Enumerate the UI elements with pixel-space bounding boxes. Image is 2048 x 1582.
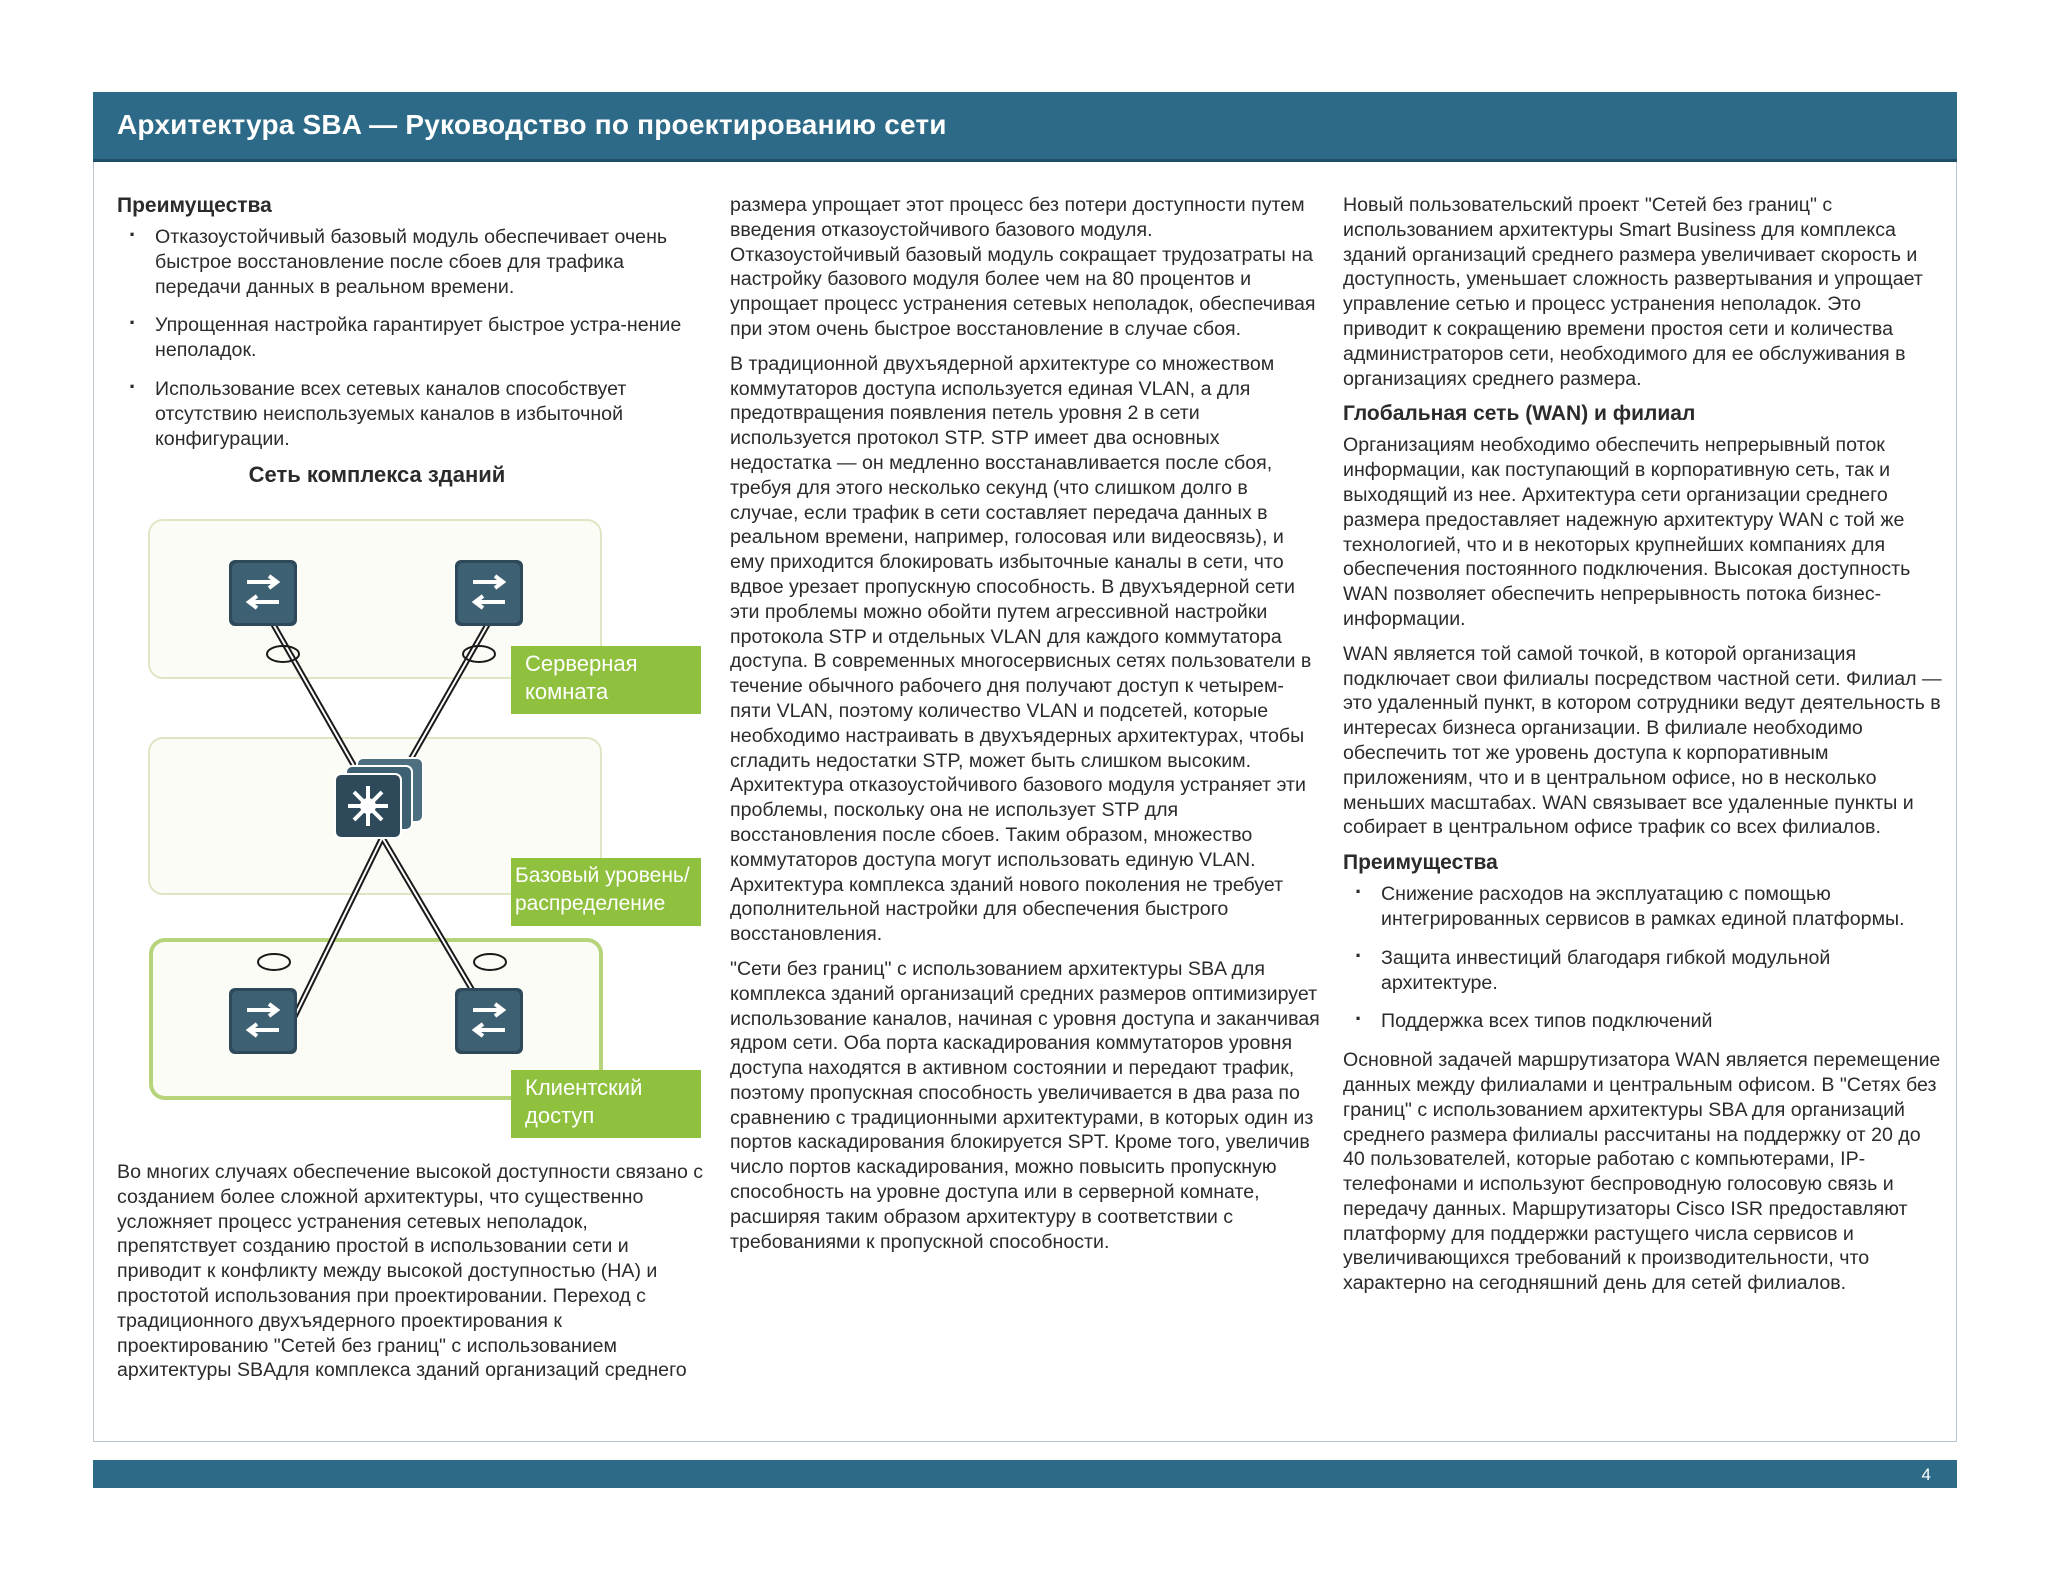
body-paragraph: Во многих случаях обеспечение высокой до… <box>117 1161 704 1382</box>
page-footer: 4 <box>93 1460 1957 1488</box>
column-right: Новый пользовательский проект "Сетей без… <box>1343 193 1943 1306</box>
client-access-label: Клиентский доступ <box>511 1070 701 1138</box>
core-distribution-label: Базовый уровень/ распределение <box>511 858 701 926</box>
wan-heading: Глобальная сеть (WAN) и филиал <box>1343 402 1696 426</box>
benefits-heading: Преимущества <box>117 194 272 217</box>
switch-icon <box>229 988 297 1054</box>
server-room-zone <box>148 519 602 679</box>
list-item: Поддержка всех типов подключений <box>1343 1007 1943 1034</box>
benefits-heading: Преимущества <box>1343 851 1498 875</box>
etherchannel-oval <box>473 953 507 971</box>
etherchannel-oval <box>266 645 300 663</box>
benefits-list: Снижение расходов на эксплуатацию с помо… <box>1343 880 1943 1034</box>
body-paragraph: В традиционной двухъядерной архитектуре … <box>730 352 1312 946</box>
page-title: Архитектура SBA — Руководство по проекти… <box>117 109 947 140</box>
list-item: Защита инвестиций благодаря гибкой модул… <box>1343 944 1943 996</box>
page-number: 4 <box>1921 1465 1931 1484</box>
page-header: Архитектура SBA — Руководство по проекти… <box>93 92 1957 162</box>
etherchannel-oval <box>257 953 291 971</box>
column-middle: размера упрощает этот процесс без потери… <box>730 193 1320 1264</box>
diagram-canvas <box>148 519 603 1100</box>
core-switch-stack-icon <box>334 757 424 839</box>
diagram-title: Сеть комплекса зданий <box>248 462 506 487</box>
campus-network-diagram: Сеть комплекса зданий <box>117 462 717 1138</box>
body-paragraph: "Сети без границ" с использованием архит… <box>730 957 1320 1253</box>
body-paragraph: Организациям необходимо обеспечить непре… <box>1343 434 1911 630</box>
access-zone <box>149 938 603 1100</box>
etherchannel-oval <box>462 645 496 663</box>
column-left-bottom: Во многих случаях обеспечение высокой до… <box>117 1160 707 1393</box>
body-paragraph: WAN является той самой точкой, в которой… <box>1343 642 1942 839</box>
list-item: Использование всех сетевых каналов спосо… <box>117 375 707 451</box>
switch-icon <box>455 988 523 1054</box>
column-left: Преимущества Отказоустойчивый базовый мо… <box>117 193 707 465</box>
switch-icon <box>229 560 297 626</box>
body-paragraph: размера упрощает этот процесс без потери… <box>730 194 1316 340</box>
body-paragraph: Новый пользовательский проект "Сетей без… <box>1343 194 1923 390</box>
body-paragraph: Основной задачей маршрутизатора WAN явля… <box>1343 1049 1941 1295</box>
list-item: Отказоустойчивый базовый модуль обеспечи… <box>117 223 707 299</box>
list-item: Снижение расходов на эксплуатацию с помо… <box>1343 880 1943 932</box>
list-item: Упрощенная настройка гарантирует быстрое… <box>117 311 707 363</box>
switch-icon <box>455 560 523 626</box>
benefits-list: Отказоустойчивый базовый модуль обеспечи… <box>117 223 707 451</box>
server-room-label: Серверная комната <box>511 646 701 714</box>
